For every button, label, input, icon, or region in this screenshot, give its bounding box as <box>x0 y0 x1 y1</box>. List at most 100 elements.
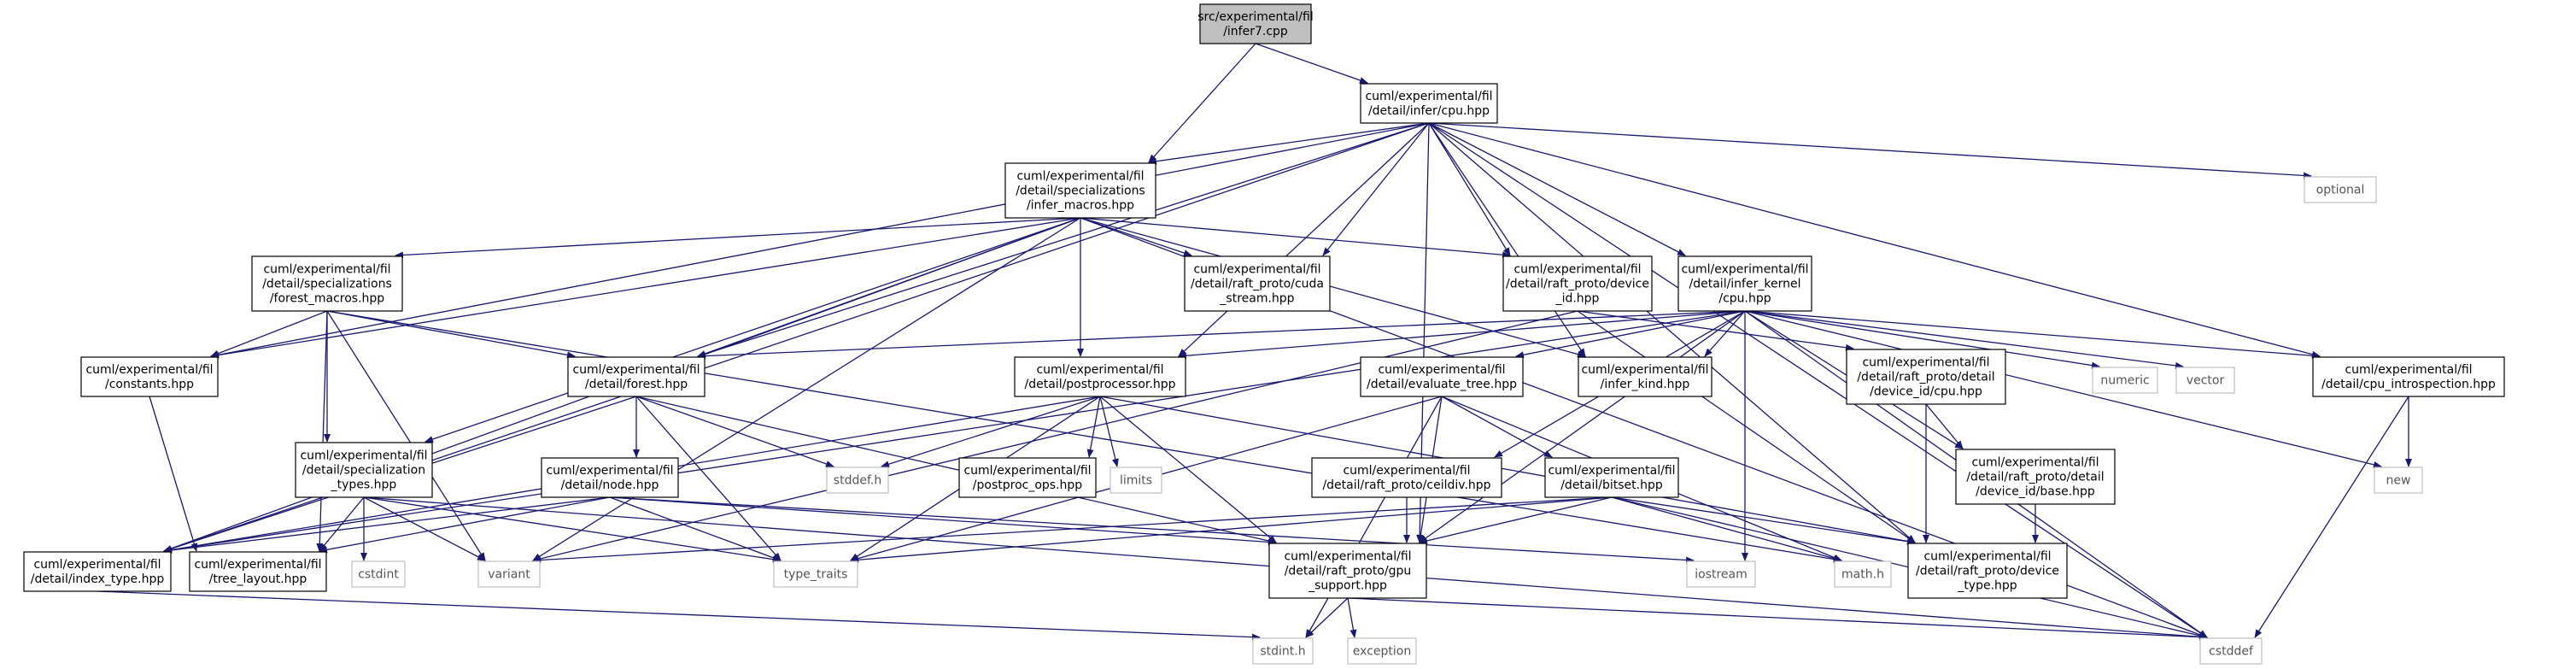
include-edge <box>1428 122 1916 543</box>
edge-forest_macros-to-variant <box>326 310 486 561</box>
node-box <box>2092 367 2158 394</box>
node-spec-types[interactable]: cuml/experimental/fil/detail/specializat… <box>295 442 433 498</box>
edge-node-to-tree_layout <box>319 496 611 554</box>
edge-infer_kernel-to-postprocessor <box>1178 310 1746 360</box>
node-cuda-stream[interactable]: cuml/experimental/fil/detail/raft_proto/… <box>1184 255 1331 312</box>
edge-evaluate_tree-to-bitset <box>1441 396 1553 458</box>
edge-spec_types-to-tree_layout <box>319 496 365 552</box>
include-edge <box>395 217 1081 259</box>
include-edge <box>635 396 834 467</box>
node-cpu-introspection[interactable]: cuml/experimental/fil/detail/cpu_introsp… <box>2312 356 2505 397</box>
node-label-line: cuml/experimental/fil <box>194 558 321 572</box>
node-index-type[interactable]: cuml/experimental/fil/detail/index_type.… <box>23 551 172 592</box>
node-forest[interactable]: cuml/experimental/fil/detail/forest.hpp <box>567 356 705 397</box>
node-label-line: cuml/experimental/fil <box>963 464 1091 478</box>
node-box <box>2312 356 2505 397</box>
node-label-line: cuml/experimental/fil <box>1513 263 1641 277</box>
edge-node-to-index_type <box>163 496 611 554</box>
node-device-id-base[interactable]: cuml/experimental/fil/detail/raft_proto/… <box>1955 449 2116 505</box>
node-label-line: /cpu.hpp <box>1718 292 1771 306</box>
edge-infer_macros-to-device_id <box>1080 217 1511 259</box>
include-edge <box>1611 496 1842 562</box>
node-label-line: cuml/experimental/fil <box>33 558 161 572</box>
node-bitset[interactable]: cuml/experimental/fil/detail/bitset.hpp <box>1544 457 1679 498</box>
node-cpu[interactable]: cuml/experimental/fil/detail/infer/cpu.h… <box>1360 83 1498 124</box>
node-optional: optional <box>2304 176 2377 203</box>
include-edge <box>2254 396 2409 638</box>
node-label-line: /detail/index_type.hpp <box>31 572 165 586</box>
node-infer-kind[interactable]: cuml/experimental/fil/infer_kind.hpp <box>1578 356 1712 397</box>
node-label-line: cuml/experimental/fil <box>1923 550 2051 564</box>
include-edge <box>1305 597 1349 638</box>
node-box <box>541 457 679 498</box>
include-edge <box>1347 597 1357 638</box>
include-edge <box>1744 310 2382 468</box>
include-edge <box>1428 122 2208 638</box>
edge-forest-to-stddef_h <box>635 396 834 467</box>
node-constants[interactable]: cuml/experimental/fil/constants.hpp <box>80 356 219 397</box>
node-infer-macros[interactable]: cuml/experimental/fil/detail/specializat… <box>1004 162 1156 219</box>
include-edge <box>1428 122 2312 179</box>
node-gpu-support[interactable]: cuml/experimental/fil/detail/raft_proto/… <box>1268 543 1427 599</box>
node-tree-layout[interactable]: cuml/experimental/fil/tree_layout.hpp <box>189 551 327 592</box>
edge-bitset-to-variant <box>532 496 1613 564</box>
edge-forest_macros-to-tree_layout <box>316 310 328 552</box>
node-forest-macros[interactable]: cuml/experimental/fil/detail/specializat… <box>251 255 403 312</box>
edge-gpu_support-to-exception <box>1347 597 1357 638</box>
edge-infer_kernel-to-infer_kind <box>1704 310 1746 357</box>
include-edge <box>532 217 1081 561</box>
node-postprocessor[interactable]: cuml/experimental/fil/detail/postprocess… <box>1014 356 1186 397</box>
node-label-line: src/experimental/fil <box>1197 10 1313 24</box>
node-node[interactable]: cuml/experimental/fil/detail/node.hpp <box>541 457 679 498</box>
edge-forest_macros-to-forest <box>326 310 576 359</box>
edge-forest-to-type_traits <box>635 396 782 561</box>
node-label-line: numeric <box>2100 374 2149 388</box>
node-math-h: math.h <box>1834 560 1892 588</box>
node-box <box>2175 367 2235 394</box>
node-device-type[interactable]: cuml/experimental/fil/detail/raft_proto/… <box>1907 543 2068 599</box>
edge-cpu-to-infer_macros <box>1148 122 1430 165</box>
edge-infer_macros-to-infer_kind <box>1080 217 1586 358</box>
node-ceildiv[interactable]: cuml/experimental/fil/detail/raft_proto/… <box>1311 457 1502 498</box>
edge-bitset-to-type_traits <box>850 496 1613 564</box>
node-label-line: cuml/experimental/fil <box>1378 363 1505 377</box>
node-label-line: /detail/postprocessor.hpp <box>1025 378 1176 391</box>
node-label-line: /detail/infer_kernel <box>1689 278 1801 291</box>
node-postproc-ops[interactable]: cuml/experimental/fil/postproc_ops.hpp <box>958 457 1097 498</box>
node-label-line: /detail/raft_proto/detail <box>1857 371 1994 384</box>
node-label-line: stdint.h <box>1260 645 1305 659</box>
edge-cpu-to-infer_kind <box>1428 122 1586 357</box>
node-label-line: vector <box>2187 374 2225 388</box>
node-label-line: cuml/experimental/fil <box>1193 263 1320 277</box>
node-label-line: /tree_layout.hpp <box>209 572 307 586</box>
node-device-id-cpu[interactable]: cuml/experimental/fil/detail/raft_proto/… <box>1846 349 2006 405</box>
include-edge <box>1148 122 1430 165</box>
edge-postprocessor-to-stddef_h <box>881 396 1101 468</box>
node-label-line: /detail/raft_proto/device <box>1506 278 1649 291</box>
include-edge <box>1080 217 1586 358</box>
node-label-line: cuml/experimental/fil <box>1284 550 1411 564</box>
node-box <box>351 560 406 588</box>
edge-cpu_introspection-to-cstddef <box>2254 396 2409 638</box>
node-box <box>1199 3 1312 44</box>
node-box <box>80 356 219 397</box>
node-infer7[interactable]: src/experimental/fil/infer7.cpp <box>1197 3 1314 44</box>
edge-node-to-iostream <box>609 496 1695 564</box>
include-edge <box>1611 496 1916 545</box>
node-box <box>477 560 541 588</box>
node-box <box>1907 543 2068 599</box>
node-device-id[interactable]: cuml/experimental/fil/detail/raft_proto/… <box>1502 255 1653 312</box>
node-label-line: /device_id/cpu.hpp <box>1870 385 1982 399</box>
include-edge <box>1428 122 1686 256</box>
node-new: new <box>2374 467 2423 494</box>
edge-cpu-to-postprocessor <box>1178 122 1430 357</box>
include-edge <box>532 310 1578 562</box>
node-label-line: _support.hpp <box>1308 579 1387 593</box>
node-box <box>1360 83 1498 124</box>
node-label-line: /detail/specializations <box>1016 185 1145 198</box>
edge-infer_kernel-to-index_type <box>163 310 1746 554</box>
include-edge <box>210 217 1081 359</box>
node-evaluate-tree[interactable]: cuml/experimental/fil/detail/evaluate_tr… <box>1360 356 1524 397</box>
node-infer-kernel[interactable]: cuml/experimental/fil/detail/infer_kerne… <box>1677 255 1812 312</box>
edge-gpu_support-to-stdint_h <box>1305 597 1349 638</box>
